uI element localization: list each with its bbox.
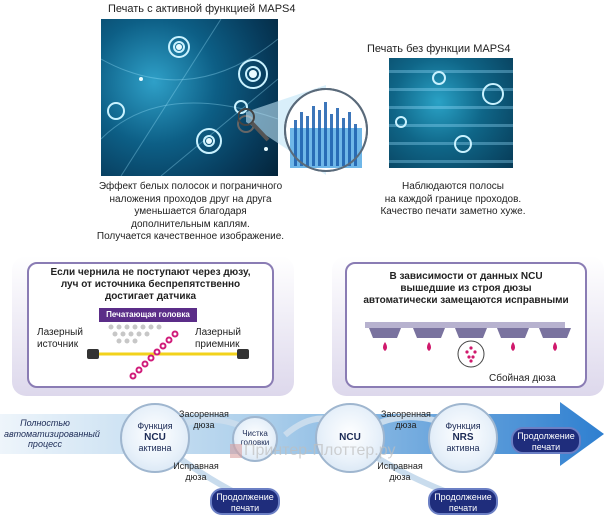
ncu-active-node: Функция NCU активна <box>120 403 190 473</box>
label-line: приемник <box>195 339 240 350</box>
pill-line: Продолжение <box>434 492 492 502</box>
heading-line: В зависимости от данных NCU <box>389 271 543 282</box>
label-line: Засоренная <box>381 409 431 419</box>
label-line: Лазерный <box>195 327 241 338</box>
heading-line: автоматически замещаются исправными <box>363 295 569 306</box>
panel-heading: Если чернила не поступают через дюзу, лу… <box>29 267 272 303</box>
laser-source-label: Лазерный источник <box>37 327 83 351</box>
label-line: Полностью <box>20 418 70 428</box>
label-line: дюза <box>389 471 411 482</box>
heading-line: луч от источника беспрепятственно <box>60 279 241 290</box>
node-line: активна <box>138 443 172 453</box>
node-line: Функция <box>445 421 481 431</box>
pill-line: печати <box>531 442 561 452</box>
continue-printing-1: Продолжение печати <box>210 488 280 515</box>
label-line: Исправная <box>173 461 219 471</box>
nozzle-replacement-diagram <box>365 322 571 368</box>
pill-line: печати <box>448 503 478 513</box>
right-sample-title: Печать без функции MAPS4 <box>367 43 511 55</box>
node-line: NCU <box>144 432 166 443</box>
clogged-nozzle-label-2: Засоренная дюза <box>376 409 436 430</box>
caption-line: Получается качественное изображение. <box>96 231 285 242</box>
maps4-caption: Эффект белых полосок и пограничного нало… <box>78 181 303 244</box>
label-line: Исправная <box>377 461 423 471</box>
faulty-nozzle-label: Сбойная дюза <box>489 373 556 384</box>
no-maps4-print-sample-image <box>389 58 513 168</box>
maps4-print-sample-image <box>101 19 278 176</box>
node-line: Чистка <box>242 429 268 438</box>
ncu-detection-panel: Если чернила не поступают через дюзу, лу… <box>27 262 274 388</box>
pill-line: Продолжение <box>517 431 575 441</box>
node-line: активна <box>446 443 480 453</box>
panel-heading: В зависимости от данных NCU вышедшие из … <box>347 271 585 307</box>
label-line: Засоренная <box>179 409 229 419</box>
print-head-label: Печатающая головка <box>99 308 197 322</box>
caption-line: дополнительным каплям. <box>131 218 250 230</box>
label-line: источник <box>37 339 79 350</box>
label-line: процесс <box>27 439 62 449</box>
automated-process-label: Полностью автоматизированный процесс <box>4 418 100 450</box>
node-line: Функция <box>137 421 173 431</box>
caption-line: на каждой границе проходов. <box>384 193 522 205</box>
label-line: Лазерный <box>37 327 83 338</box>
pill-line: печати <box>230 503 260 513</box>
good-nozzle-label-1: Исправная дюза <box>166 461 226 482</box>
caption-line: уменьшается благодаря <box>134 206 247 217</box>
caption-line: Наблюдаются полосы <box>402 181 504 192</box>
nrs-replacement-panel: В зависимости от данных NCU вышедшие из … <box>345 262 587 388</box>
good-nozzle-label-2: Исправная дюза <box>370 461 430 482</box>
caption-line: Качество печати заметно хуже. <box>380 206 526 217</box>
heading-line: вышедшие из строя дюзы <box>400 283 532 294</box>
node-line: NCU <box>339 432 361 443</box>
left-sample-title: Печать с активной функцией MAPS4 <box>108 3 296 15</box>
no-maps4-caption: Наблюдаются полосы на каждой границе про… <box>348 181 558 219</box>
watermark-logo-icon <box>230 444 242 458</box>
ncu-node: NCU <box>315 403 385 473</box>
heading-line: Если чернила не поступают через дюзу, <box>50 267 251 278</box>
continue-printing-main: Продолжение печати <box>511 427 581 454</box>
label-line: дюза <box>185 471 207 482</box>
continue-printing-2: Продолжение печати <box>428 488 498 515</box>
node-line: NRS <box>452 432 474 443</box>
laser-receiver-label: Лазерный приемник <box>195 327 241 351</box>
nrs-active-node: Функция NRS активна <box>428 403 498 473</box>
label-line: автоматизированный <box>4 428 100 439</box>
magnifier-icon <box>238 85 368 175</box>
pill-line: Продолжение <box>216 492 274 502</box>
node-line: головки <box>240 438 270 447</box>
heading-line: достигает датчика <box>104 291 197 302</box>
caption-line: наложения проходов друг на друга <box>109 193 272 205</box>
label-line: дюза <box>395 419 417 430</box>
label-line: дюза <box>193 419 215 430</box>
watermark-text: Принтер-Плоттер.ру <box>244 442 396 459</box>
laser-beam-diagram <box>87 324 249 380</box>
caption-line: Эффект белых полосок и пограничного <box>98 181 283 192</box>
clogged-nozzle-label-1: Засоренная дюза <box>174 409 234 430</box>
